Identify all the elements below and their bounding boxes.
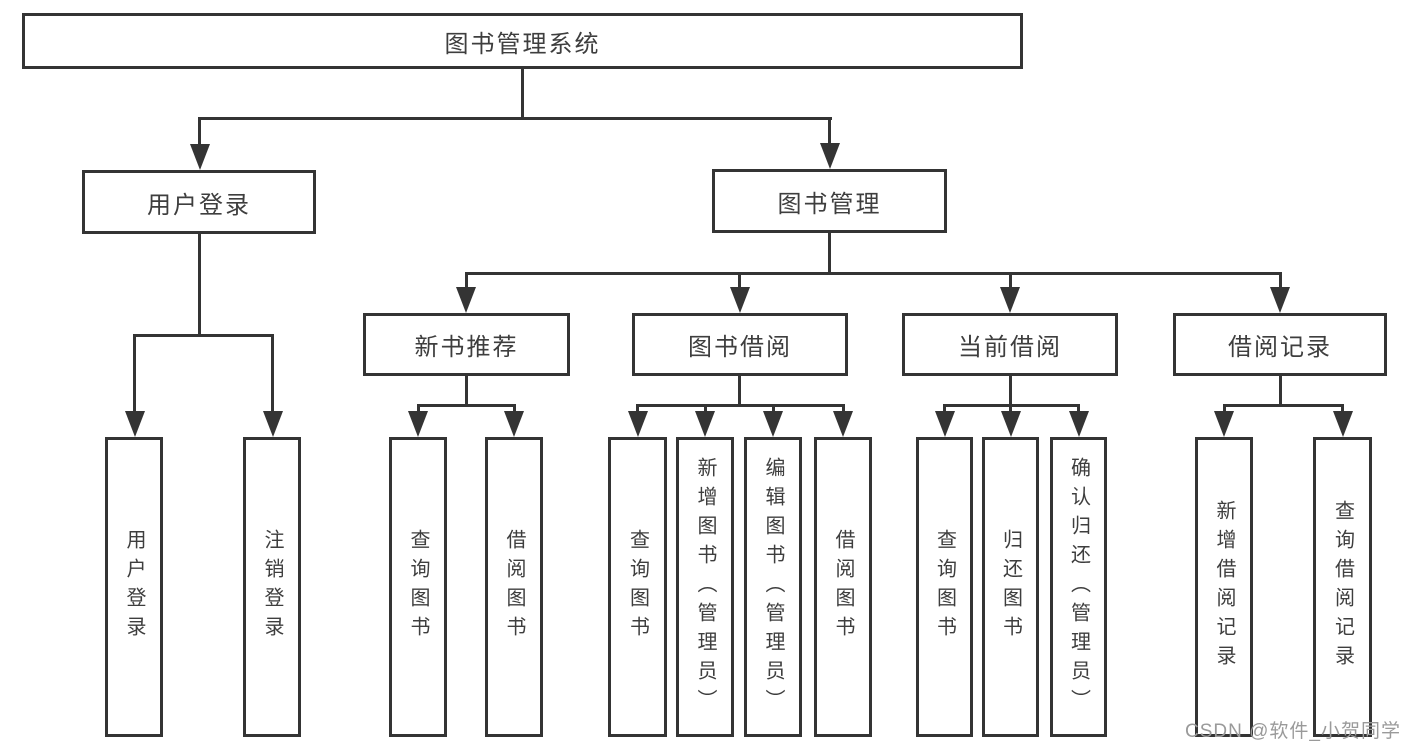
edge-user-login-stem	[198, 233, 201, 336]
edge-book-mgmt-hline	[465, 272, 1282, 275]
node-leaf-user-login: 用户登录	[105, 437, 163, 737]
edge-new-book-hline	[417, 404, 516, 407]
node-leaf-confirm-return-admin: 确认归还（管理员）	[1050, 437, 1107, 737]
node-leaf-borrow-book: 借阅图书	[485, 437, 543, 737]
edge-drop-borrow-records	[1279, 272, 1282, 289]
edge-drop-leaf-user-login	[133, 334, 136, 413]
edge-drop	[772, 404, 775, 413]
edge-user-login-hline	[133, 334, 274, 337]
arrow-down-icon	[695, 411, 715, 437]
arrow-down-icon	[628, 411, 648, 437]
edge-book-borrow-stem	[738, 375, 741, 407]
edge-book-mgmt-stem	[828, 232, 831, 274]
arrow-down-icon	[456, 287, 476, 313]
node-leaf-query-book: 查询图书	[608, 437, 667, 737]
arrow-down-icon	[1214, 411, 1234, 437]
csdn-watermark: CSDN @软件_小贺同学	[1185, 721, 1401, 742]
arrow-down-icon	[1001, 411, 1021, 437]
arrow-down-icon	[1270, 287, 1290, 313]
edge-drop-current-borrow	[1009, 272, 1012, 289]
arrow-down-icon	[1000, 287, 1020, 313]
edge-drop	[417, 404, 420, 413]
arrow-down-icon	[263, 411, 283, 437]
edge-drop	[513, 404, 516, 413]
node-leaf-add-book-admin: 新增图书（管理员）	[676, 437, 734, 737]
arrow-down-icon	[125, 411, 145, 437]
edge-new-book-stem	[465, 375, 468, 407]
node-leaf-logout: 注销登录	[243, 437, 301, 737]
edge-root-stem	[521, 68, 524, 118]
arrow-down-icon	[763, 411, 783, 437]
arrow-down-icon	[504, 411, 524, 437]
edge-drop	[943, 404, 946, 413]
edge-book-borrow-hline	[636, 404, 845, 407]
edge-root-hline	[198, 117, 832, 120]
node-book-management: 图书管理	[712, 169, 947, 233]
arrow-down-icon	[1333, 411, 1353, 437]
arrow-down-icon	[833, 411, 853, 437]
node-current-borrow: 当前借阅	[902, 313, 1118, 376]
edge-drop	[1341, 404, 1344, 413]
arrow-down-icon	[1069, 411, 1089, 437]
node-book-borrow: 图书借阅	[632, 313, 848, 376]
node-borrow-records: 借阅记录	[1173, 313, 1387, 376]
node-new-book-recommend: 新书推荐	[363, 313, 570, 376]
node-leaf-add-borrow-record: 新增借阅记录	[1195, 437, 1253, 737]
edge-drop	[1223, 404, 1226, 413]
edge-drop	[704, 404, 707, 413]
arrow-down-icon	[190, 144, 210, 170]
arrow-down-icon	[730, 287, 750, 313]
node-leaf-query-book: 查询图书	[389, 437, 447, 737]
node-leaf-borrow-book: 借阅图书	[814, 437, 872, 737]
node-user-login: 用户登录	[82, 170, 316, 234]
node-library-system: 图书管理系统	[22, 13, 1023, 69]
edge-root-drop-book-mgmt	[828, 117, 831, 144]
edge-borrow-records-stem	[1279, 375, 1282, 407]
edge-drop-book-borrow	[738, 272, 741, 289]
edge-drop-leaf-logout	[271, 334, 274, 413]
node-leaf-query-book: 查询图书	[916, 437, 973, 737]
edge-root-drop-user-login	[198, 117, 201, 145]
edge-current-borrow-stem	[1009, 375, 1012, 407]
edge-drop	[636, 404, 639, 413]
node-leaf-return-book: 归还图书	[982, 437, 1039, 737]
arrow-down-icon	[408, 411, 428, 437]
node-leaf-query-borrow-record: 查询借阅记录	[1313, 437, 1372, 737]
edge-drop	[842, 404, 845, 413]
edge-drop	[1009, 404, 1012, 413]
arrow-down-icon	[935, 411, 955, 437]
edge-drop-new-book	[465, 272, 468, 289]
arrow-down-icon	[820, 143, 840, 169]
edge-drop	[1077, 404, 1080, 413]
node-leaf-edit-book-admin: 编辑图书（管理员）	[744, 437, 802, 737]
edge-borrow-records-hline	[1223, 404, 1344, 407]
